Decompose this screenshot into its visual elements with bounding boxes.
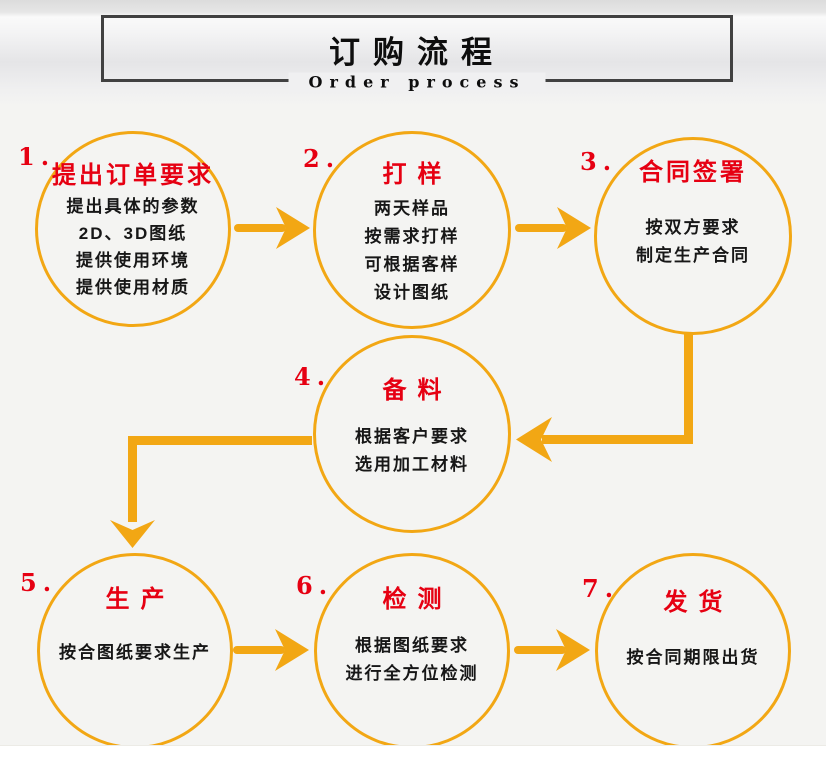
page-subtitle: Order process	[288, 72, 546, 92]
step-title: 发货	[663, 589, 734, 616]
step-detail: 按合图纸要求生产	[59, 643, 211, 662]
step-number-4: 4.	[294, 362, 332, 391]
step-detail: 按双方要求	[645, 218, 741, 237]
arrow-step1-to-step2-icon	[232, 204, 310, 252]
step-detail: 制定生产合同	[636, 246, 750, 265]
step-circle-production: 生产 按合图纸要求生产	[37, 553, 233, 749]
step-detail: 设计图纸	[374, 283, 450, 302]
step-title: 提出订单要求	[52, 162, 214, 189]
step-detail: 根据客户要求	[355, 427, 469, 446]
step-detail: 进行全方位检测	[345, 664, 479, 683]
step-detail: 按需求打样	[364, 227, 460, 246]
step-detail: 两天样品	[374, 199, 450, 218]
arrow-step4-to-step5-icon	[98, 430, 314, 552]
step-title: 备料	[382, 377, 453, 404]
step-detail: 可根据客样	[364, 255, 460, 274]
step-detail: 提供使用材质	[76, 278, 190, 297]
step-number-2: 2.	[303, 144, 341, 173]
step-detail: 选用加工材料	[355, 455, 469, 474]
step-detail: 根据图纸要求	[355, 636, 469, 655]
page-title: 订购流程	[329, 35, 505, 70]
step-circle-material-preparation: 备料 根据客户要求 选用加工材料	[313, 335, 511, 533]
step-circle-inspection: 检测 根据图纸要求 进行全方位检测	[314, 553, 510, 749]
step-circle-sampling: 打样 两天样品 按需求打样 可根据客样 设计图纸	[313, 131, 511, 329]
arrow-step6-to-step7-icon	[512, 626, 590, 674]
title-box: 订购流程 Order process	[101, 15, 733, 92]
step-title: 合同签署	[639, 159, 747, 186]
step-number-6: 6.	[296, 571, 334, 600]
arrow-step2-to-step3-icon	[513, 204, 591, 252]
step-detail: 2D、3D图纸	[78, 224, 188, 243]
step-title: 打样	[382, 161, 453, 188]
step-title: 生产	[105, 586, 176, 613]
step-detail: 提出具体的参数	[66, 197, 200, 216]
bottom-strip	[0, 745, 826, 767]
header-zone: 订购流程 Order process	[0, 0, 826, 106]
step-circle-order-requirements: 提出订单要求 提出具体的参数 2D、3D图纸 提供使用环境 提供使用材质	[35, 131, 231, 327]
step-circle-shipping: 发货 按合同期限出货	[595, 553, 791, 749]
arrow-step3-to-step4-icon	[508, 332, 700, 468]
step-circle-contract-signing: 合同签署 按双方要求 制定生产合同	[594, 137, 792, 335]
step-number-7: 7.	[582, 574, 620, 603]
arrow-step5-to-step6-icon	[231, 626, 309, 674]
step-detail: 按合同期限出货	[626, 648, 760, 667]
step-title: 检测	[382, 586, 453, 613]
step-number-1: 1.	[18, 142, 56, 171]
step-number-5: 5.	[20, 568, 58, 597]
step-detail: 提供使用环境	[76, 251, 190, 270]
step-number-3: 3.	[580, 147, 618, 176]
